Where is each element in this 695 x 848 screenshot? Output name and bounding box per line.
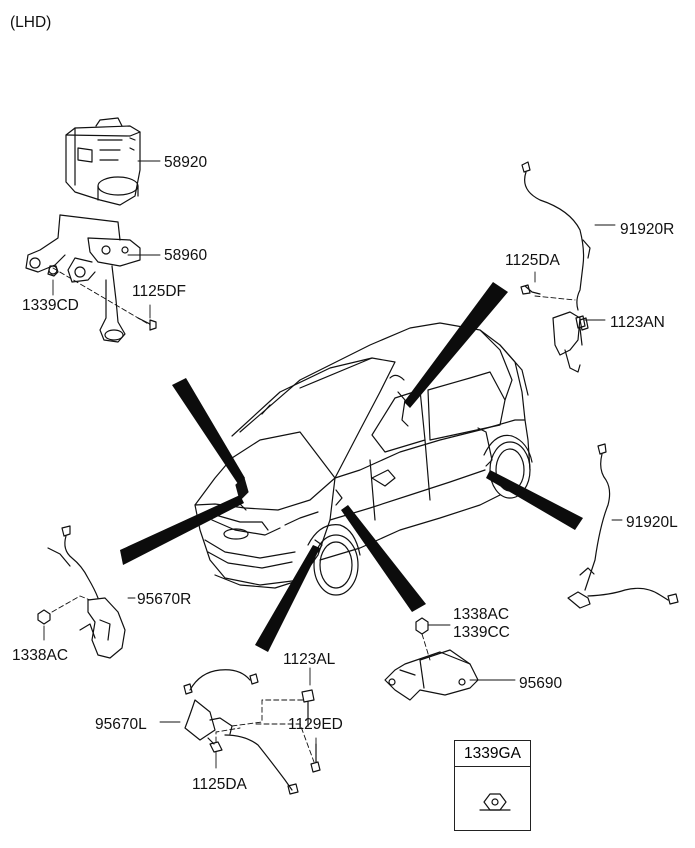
part-label: 1123AN <box>610 314 665 331</box>
wheel-sensor-front-left <box>183 669 299 795</box>
part-label: 1125DF <box>132 283 186 300</box>
wheel-sensor-rear-right <box>521 161 591 373</box>
part-label: 1129ED <box>288 716 343 733</box>
part-label: 1339CC <box>453 624 510 641</box>
nut-icon <box>479 793 511 811</box>
car-illustration <box>194 322 533 596</box>
variant-label: (LHD) <box>10 14 52 31</box>
bolt-icon <box>520 284 541 295</box>
wheel-sensor-rear-left <box>567 443 679 609</box>
part-label: 95690 <box>519 675 563 692</box>
nut-icon <box>37 609 51 625</box>
part-label: 1338AC <box>12 647 69 664</box>
part-label: 1125DA <box>192 776 247 793</box>
part-label: 1338AC <box>453 606 510 623</box>
legend-box: 1339GA <box>454 740 531 831</box>
callout-wedges <box>120 282 583 652</box>
bolt-icon <box>310 743 321 773</box>
part-label: 95670L <box>95 716 147 733</box>
part-label: 1339CD <box>22 297 79 314</box>
bolt-icon <box>137 317 157 331</box>
bolt-icon <box>207 737 223 753</box>
part-label: 95670R <box>137 591 192 608</box>
part-label: 58960 <box>164 247 208 264</box>
bolt-icon <box>575 315 586 346</box>
legend-part-label: 1339GA <box>455 741 530 767</box>
part-label: 1125DA <box>505 252 560 269</box>
part-label: 91920R <box>620 221 675 238</box>
part-label: 58920 <box>164 154 208 171</box>
bolt-icon <box>301 689 315 727</box>
yaw-rate-sensor <box>384 649 479 701</box>
part-label: 91920L <box>626 514 678 531</box>
wheel-sensor-front-right <box>47 525 126 659</box>
part-label: 1123AL <box>283 651 336 668</box>
abs-hydraulic-unit <box>65 117 141 206</box>
abs-bracket <box>25 214 141 343</box>
leader-lines <box>43 160 623 769</box>
nut-icon <box>415 617 429 635</box>
